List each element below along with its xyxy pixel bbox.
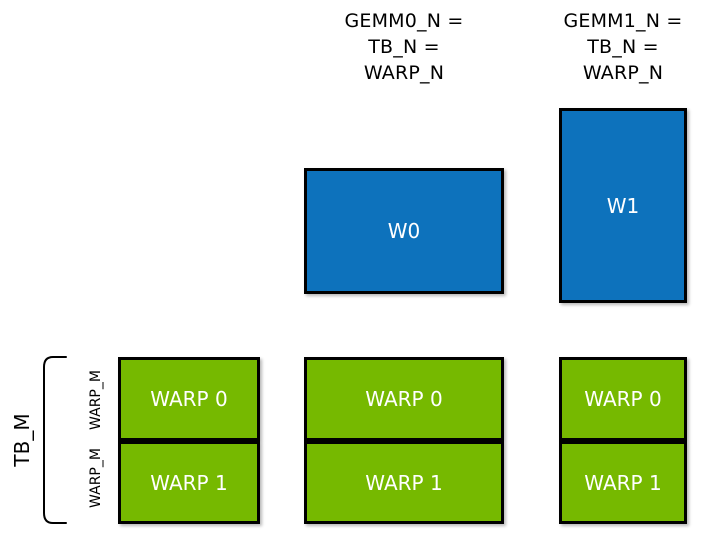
warp-box-middle-0-label: WARP 0 [365,387,443,411]
warp-box-left-1: WARP 1 [118,441,260,524]
warp-box-left-1-label: WARP 1 [150,470,228,495]
warp-tile-w1-label: W1 [606,193,640,218]
warp-box-right-1-label: WARP 1 [584,470,662,495]
gemm1-label-line1: GEMM1_N = [563,10,683,32]
warp-box-middle-0: WARP 0 [304,357,504,441]
gemm1-dimension-label: GEMM1_N = TB_N = WARP_N [523,8,720,86]
warp-box-middle-1-label: WARP 1 [365,470,443,495]
gemm0-label-line3: WARP_N [363,62,445,84]
warp-box-right-1: WARP 1 [559,441,687,524]
tb-m-label: TB_M [10,413,34,467]
warp-tile-w1: W1 [559,108,687,303]
warp-box-left-0: WARP 0 [118,357,260,441]
gemm1-label-line2: TB_N = [587,36,659,58]
gemm0-label-line2: TB_N = [368,36,440,58]
warp-box-left-0-label: WARP 0 [150,387,228,411]
warp-box-right-0: WARP 0 [559,357,687,441]
gemm0-label-line1: GEMM0_N = [344,10,464,32]
warp-box-right-0-label: WARP 0 [584,387,662,411]
tb-m-bracket [43,356,67,524]
warp-group-left: WARP 0 WARP 1 [118,357,260,524]
warp-m-label-top: WARP_M [88,370,104,430]
warp-m-label-bottom: WARP_M [88,448,104,508]
warp-group-middle: WARP 0 WARP 1 [304,357,504,524]
warp-group-right: WARP 0 WARP 1 [559,357,687,524]
warp-box-middle-1: WARP 1 [304,441,504,524]
gemm1-label-line3: WARP_N [582,62,664,84]
warp-tile-w0-label: W0 [387,219,421,243]
gemm0-dimension-label: GEMM0_N = TB_N = WARP_N [304,8,504,86]
warp-tile-w0: W0 [304,168,504,294]
